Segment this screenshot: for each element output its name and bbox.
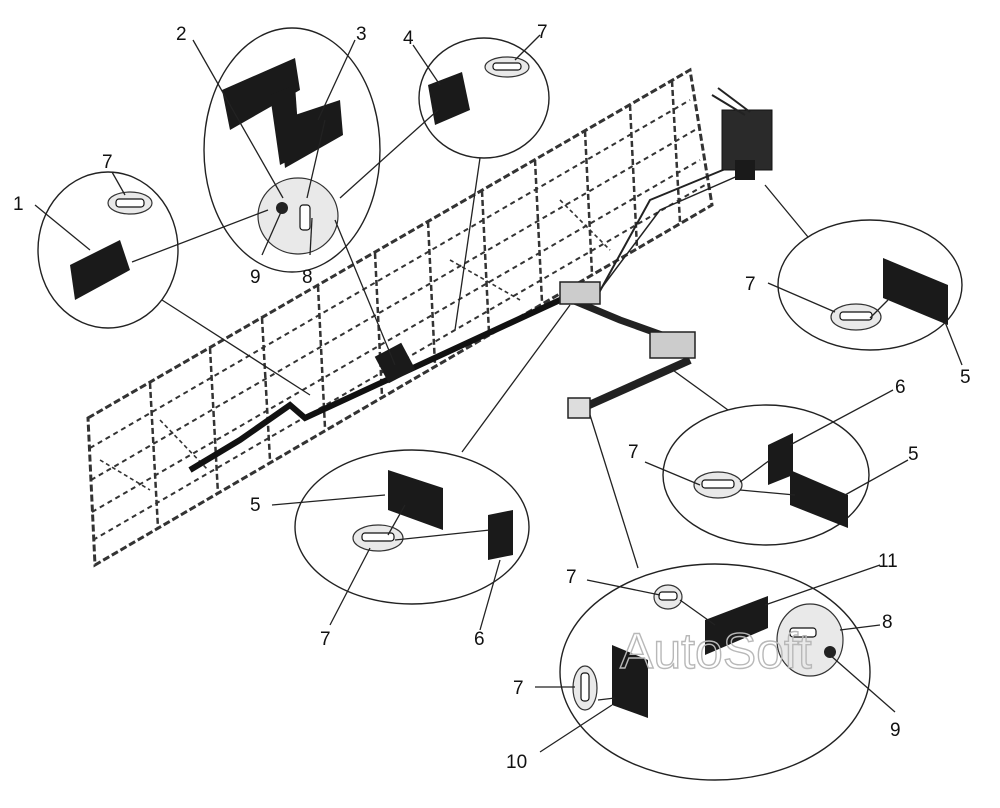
screw-7-c: [839, 311, 873, 321]
part-11-pad: [705, 596, 768, 655]
detail-bubble-2-3: [203, 27, 381, 273]
screw-7-d: [361, 532, 395, 542]
heating-pipes: [558, 164, 741, 419]
detail-bubble-5-6-right: [662, 404, 870, 546]
screw-7-f: [658, 591, 678, 601]
callout-5-right: 5: [960, 367, 971, 388]
part-3-pad: [280, 100, 343, 168]
detail-bubble-5-right: [777, 219, 963, 351]
part-4-pad: [428, 72, 470, 125]
part-5-pad: [883, 258, 948, 325]
part-6-pad: [488, 510, 513, 560]
callout-labels: 1 2 3 4 7 7 9 8 7 5 6 7 5 5 7 6 7 11 8 7…: [13, 22, 971, 773]
part-2-pad: [222, 58, 300, 130]
callout-7-bottom-left: 7: [513, 678, 524, 699]
callout-6-low: 6: [474, 629, 485, 650]
callout-7-top: 7: [537, 22, 548, 43]
part-1-pad: [70, 240, 130, 300]
screw-7: [115, 198, 145, 208]
callout-11: 11: [878, 551, 898, 572]
callout-7-right: 7: [745, 274, 756, 295]
screw-7-g: [580, 672, 590, 702]
part-5-pad-c: [790, 470, 848, 528]
part-5-pad-b: [388, 470, 443, 530]
clip-detail: [257, 177, 339, 255]
bolt-8: [299, 204, 311, 231]
callout-2: 2: [176, 24, 187, 45]
leader-lines: [34, 34, 963, 753]
callout-7-low: 7: [320, 629, 331, 650]
part-10-pad: [612, 645, 648, 718]
callout-8-bottom: 8: [882, 612, 893, 633]
nut-9-b: [824, 646, 836, 658]
callout-5-mid: 5: [908, 444, 919, 465]
callout-4: 4: [403, 28, 414, 49]
callout-7-mid: 7: [628, 442, 639, 463]
nut-9: [276, 202, 288, 214]
callout-7-left: 7: [102, 152, 113, 173]
callout-6-right: 6: [895, 377, 906, 398]
screw-7-b: [492, 62, 522, 71]
callout-5-left: 5: [250, 495, 261, 516]
floor-pad-segment: [374, 342, 416, 384]
part-6-pad-b: [768, 433, 793, 485]
callout-7-bottom: 7: [566, 567, 577, 588]
clip-detail-b: [776, 603, 844, 677]
detail-bubble-1: [37, 171, 179, 329]
detail-bubble-10-11: [559, 563, 871, 781]
watermark-text: AutoSoft: [620, 623, 812, 679]
callout-1: 1: [13, 194, 24, 215]
callout-3: 3: [356, 24, 367, 45]
bolt-8-b: [789, 627, 817, 638]
detail-bubble-4: [418, 37, 550, 159]
callout-9-top: 9: [250, 267, 261, 288]
callout-8-top: 8: [302, 267, 313, 288]
callout-9-bottom: 9: [890, 720, 901, 741]
screw-7-e: [701, 479, 735, 489]
callout-10: 10: [506, 752, 527, 773]
rear-heater-unit: [711, 87, 773, 180]
